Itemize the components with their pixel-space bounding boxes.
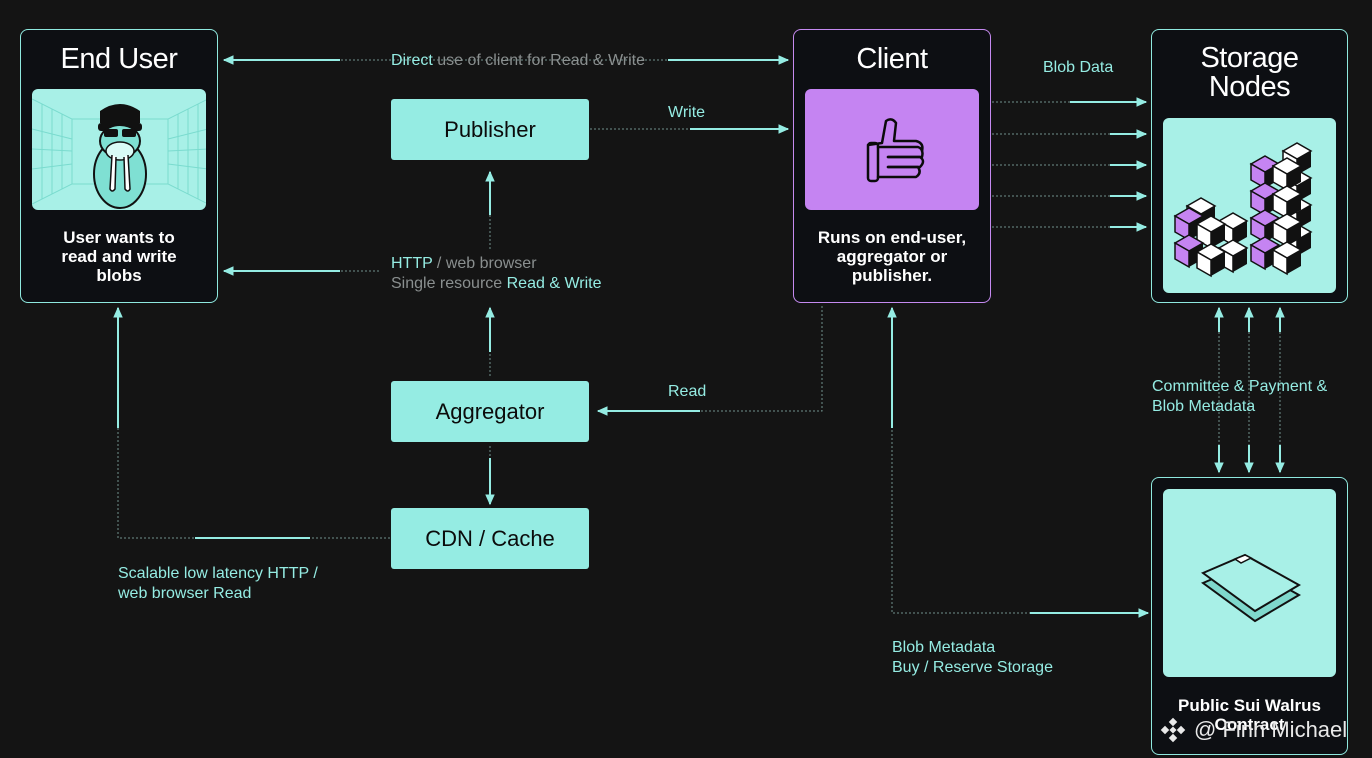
scalable-line1: Scalable low latency HTTP / — [118, 565, 318, 582]
http-label-d: Read & Write — [506, 275, 602, 292]
client-card: Client Runs on end-user, aggregator or p… — [793, 29, 991, 303]
scalable-label: Scalable low latency HTTP / web browser … — [118, 564, 318, 604]
committee-line2: Blob Metadata — [1152, 398, 1256, 415]
aggregator-node[interactable]: Aggregator — [391, 381, 589, 442]
binance-logo-icon — [1160, 717, 1186, 743]
http-label-b: / web browser — [432, 255, 537, 272]
client-caption: Runs on end-user, aggregator or publishe… — [817, 228, 967, 285]
storage-nodes-title: Storage Nodes — [1152, 44, 1347, 102]
scalable-line2: web browser Read — [118, 585, 252, 602]
cdn-cache-node[interactable]: CDN / Cache — [391, 508, 589, 569]
walrus-avatar-icon — [32, 98, 206, 209]
direct-label-a: Direct — [391, 52, 433, 69]
sui-contract-card: Public Sui Walrus Contract — [1151, 477, 1348, 755]
end-user-title: End User — [60, 43, 178, 75]
blob-data-label: Blob Data — [1043, 59, 1114, 76]
client-title: Client — [856, 43, 928, 75]
sui-contract-caption: Public Sui Walrus Contract — [1178, 696, 1321, 734]
http-label: HTTP / web browser Single resource Read … — [391, 254, 601, 294]
thumbs-up-icon — [866, 117, 925, 182]
storage-nodes-card: Storage Nodes — [1151, 29, 1348, 303]
storage-panel — [1163, 118, 1336, 293]
cube-stack-icon — [1174, 142, 1312, 277]
storage-title-line2: Nodes — [1208, 71, 1291, 103]
contract-panel — [1163, 489, 1336, 677]
document-stack-icon — [1200, 553, 1301, 623]
publisher-node[interactable]: Publisher — [391, 99, 589, 160]
http-label-c: Single resource — [391, 275, 507, 292]
direct-label-b: use of client for Read & Write — [432, 52, 646, 69]
watermark: @ Finn Michael — [1160, 717, 1347, 743]
watermark-text: @ Finn Michael — [1194, 717, 1348, 742]
end-user-caption: User wants to read and write blobs — [61, 228, 177, 285]
client-panel — [805, 89, 979, 210]
write-label: Write — [668, 104, 706, 121]
http-label-a: HTTP — [391, 255, 433, 272]
blob-meta-line2: Buy / Reserve Storage — [892, 659, 1053, 676]
read-label: Read — [668, 383, 707, 400]
end-user-card: End User User wants to read and write bl… — [20, 29, 218, 303]
walrus-panel — [32, 89, 206, 210]
committee-line1: Committee & Payment & — [1152, 378, 1328, 395]
storage-title-line1: Storage — [1200, 42, 1299, 74]
blob-meta-line1: Blob Metadata — [892, 639, 996, 656]
blob-metadata-label: Blob Metadata Buy / Reserve Storage — [892, 638, 1053, 678]
committee-label: Committee & Payment & Blob Metadata — [1152, 377, 1327, 417]
direct-label: Direct use of client for Read & Write — [391, 51, 645, 71]
